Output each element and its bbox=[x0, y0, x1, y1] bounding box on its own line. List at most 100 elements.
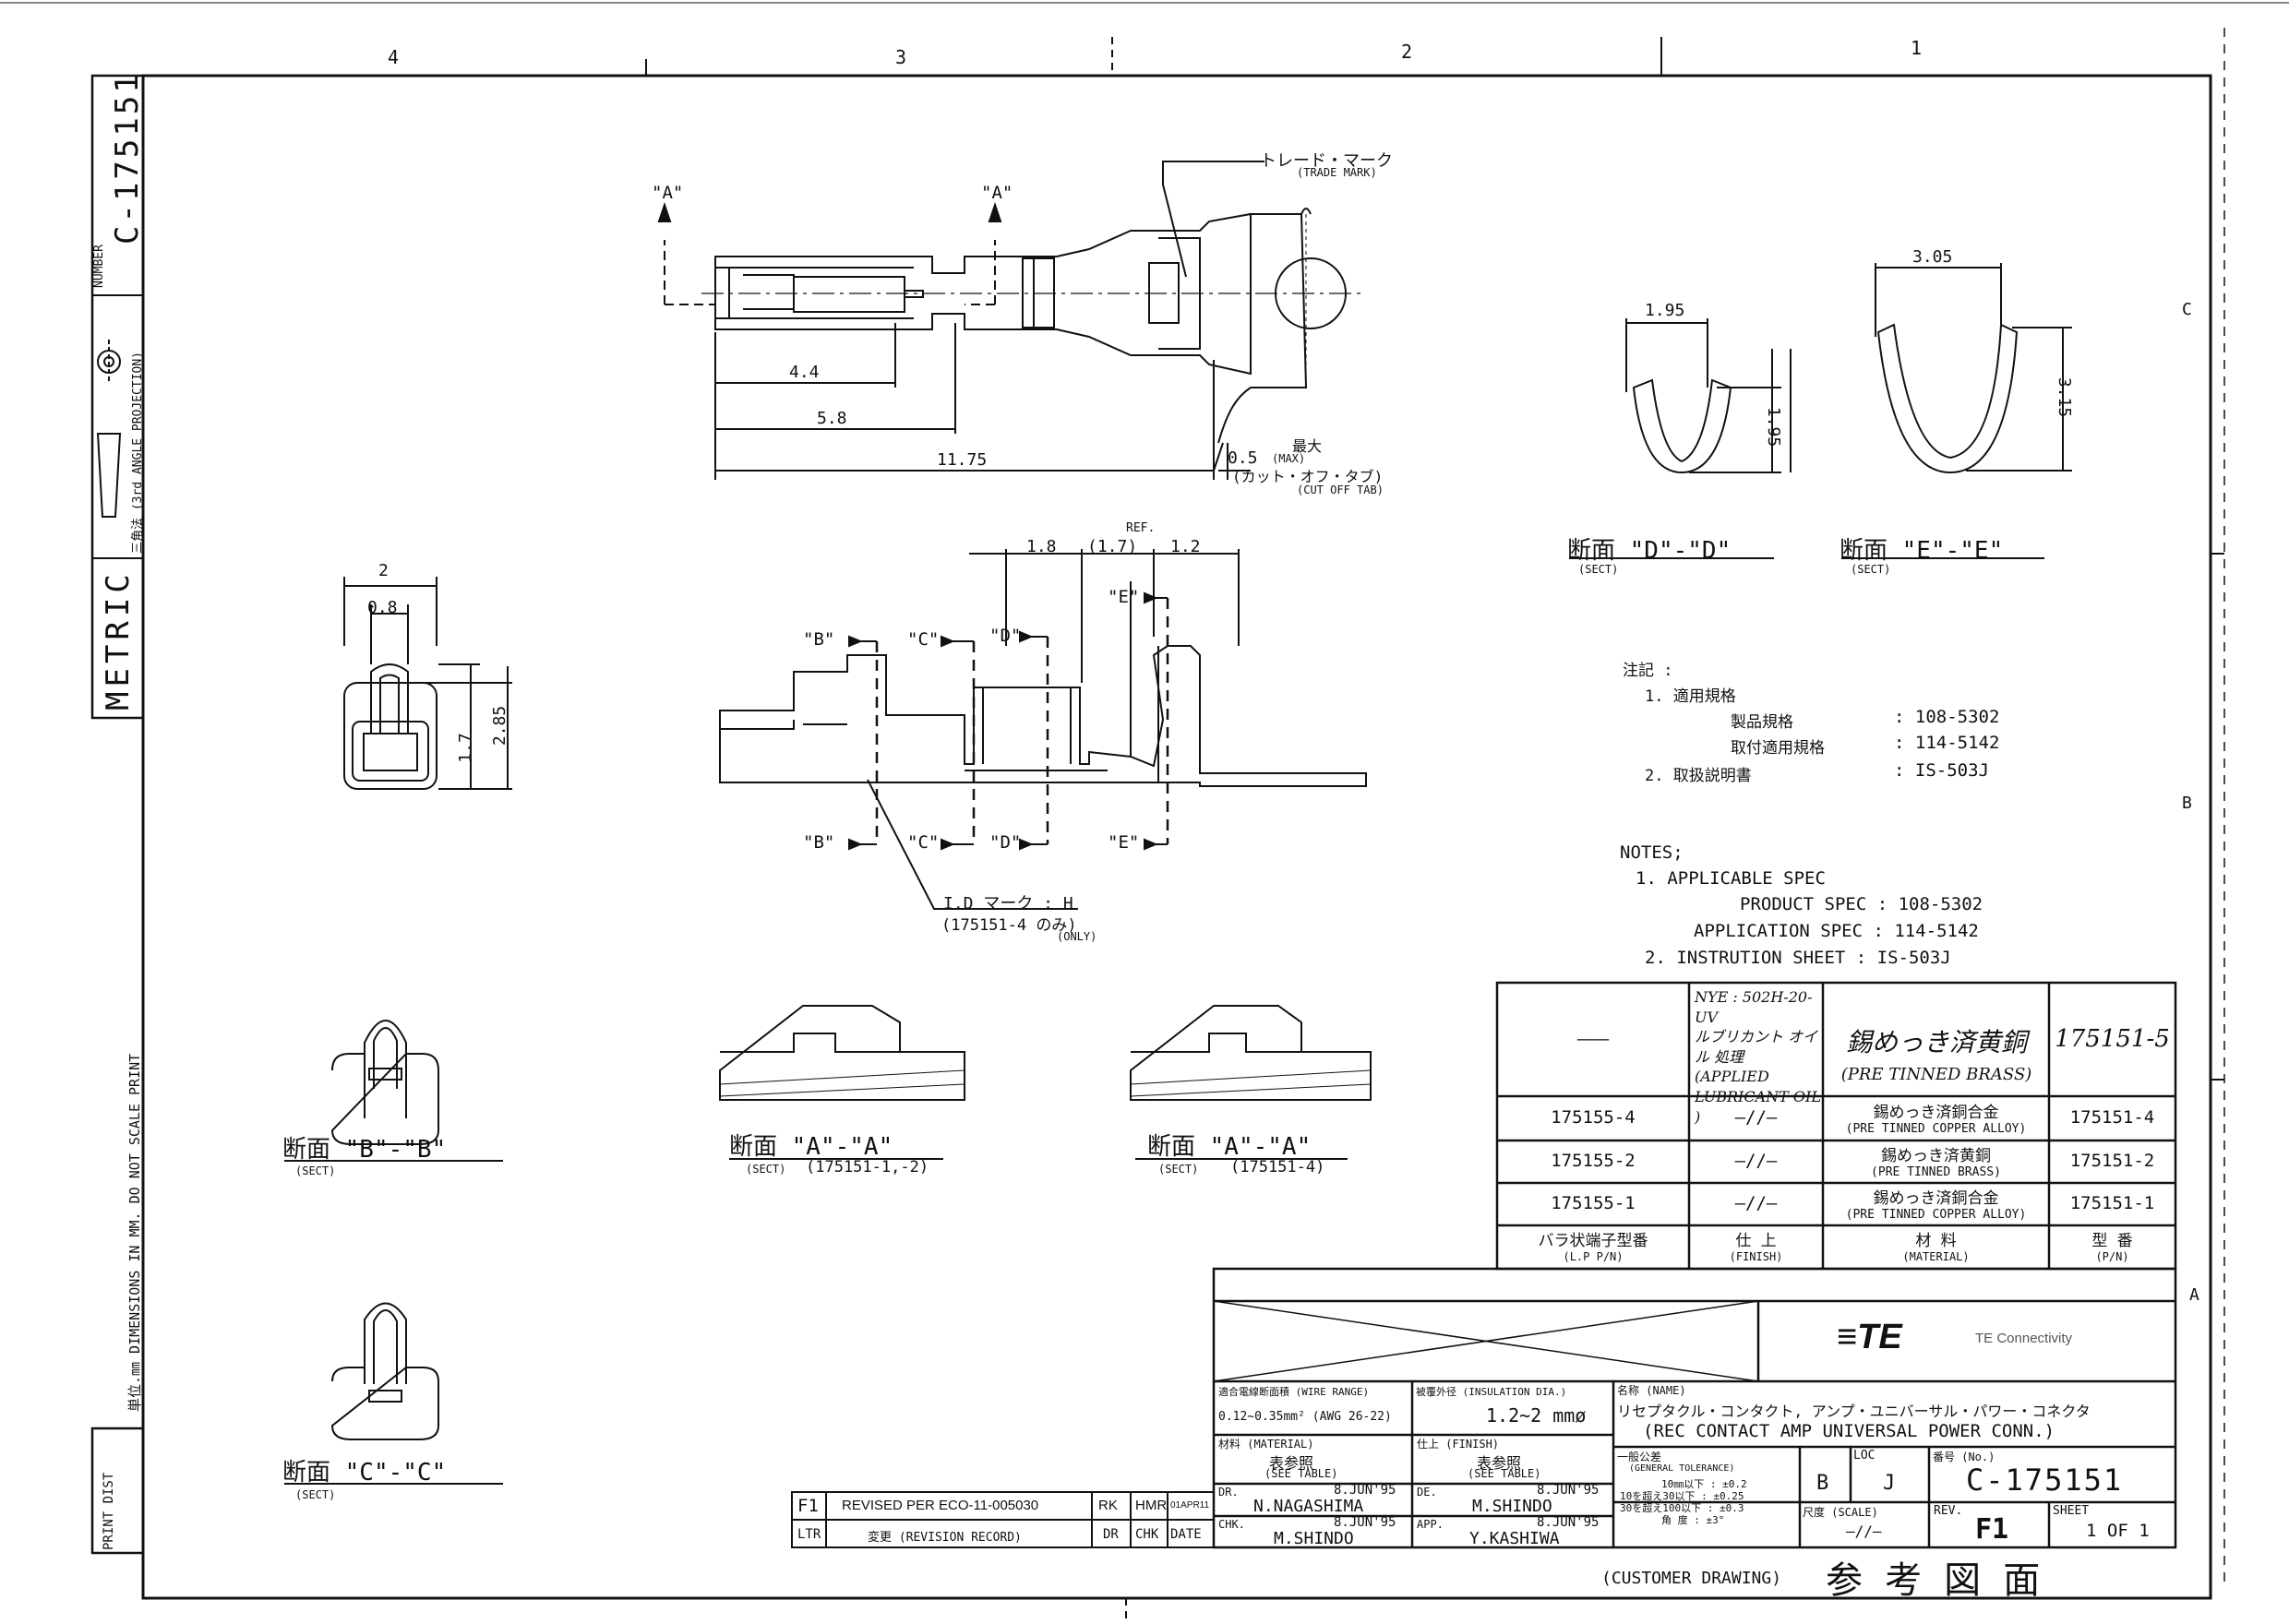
material-label: 材料 (MATERIAL) bbox=[1218, 1438, 1314, 1451]
projection-text: 三角法 (3rd ANGLE PROJECTION) bbox=[131, 351, 145, 554]
zone-top-3: 3 bbox=[895, 46, 907, 68]
name-label: 名称 (NAME) bbox=[1617, 1384, 1686, 1397]
app-name: Y.KASHIWA bbox=[1469, 1529, 1560, 1548]
wire-range-label: 適合電線断面積 (WIRE RANGE) bbox=[1218, 1386, 1370, 1398]
section-a-left-label: "A" bbox=[652, 183, 684, 203]
table-header-finish-jp: 仕 上 bbox=[1735, 1232, 1777, 1250]
rev-date: 01APR11 bbox=[1170, 1500, 1210, 1511]
section-aa2-sect: (SECT) bbox=[1158, 1163, 1199, 1176]
section-aa2-sub: (175151-4) bbox=[1230, 1158, 1325, 1176]
rev-h-chk: CHK bbox=[1135, 1527, 1159, 1542]
drawing-number: C-175151 bbox=[1966, 1463, 2124, 1498]
finish-value: 表参照 bbox=[1477, 1454, 1522, 1472]
metric-label: METRIC bbox=[100, 569, 137, 710]
zone-top-4: 4 bbox=[388, 46, 400, 68]
loc-b: B bbox=[1816, 1472, 1829, 1495]
notes-jp-l2: 製品規格 bbox=[1731, 713, 1793, 732]
sec-e-bottom: "E" bbox=[1108, 832, 1140, 853]
table-row2-pn: 175151-2 bbox=[2069, 1151, 2155, 1172]
section-aa1-label: 断面 "A"-"A" bbox=[729, 1133, 893, 1161]
end-dim-0-8: 0.8 bbox=[367, 598, 398, 617]
table-row0-material: 錫めっき済黄銅 (PRE TINNED BRASS) bbox=[1826, 1022, 2047, 1084]
insulation-value: 1.2~2 mmø bbox=[1486, 1404, 1587, 1427]
table-header-pn: 型 番 (P/N) bbox=[2049, 1227, 2175, 1263]
print-dist-label: PRINT DIST bbox=[102, 1472, 116, 1550]
notes-en-l4: 2. INSTRUTION SHEET : IS-503J bbox=[1645, 948, 1951, 968]
loc-j: J bbox=[1883, 1472, 1896, 1495]
dd-width-dim: 1.95 bbox=[1645, 301, 1685, 320]
section-dd-sect: (SECT) bbox=[1578, 563, 1619, 576]
section-ee-label: 断面 "E"-"E" bbox=[1840, 537, 2004, 565]
table-header-lp-en: (L.P P/N) bbox=[1563, 1250, 1624, 1263]
end-dim-1-7: 1.7 bbox=[455, 733, 475, 763]
title-block-lines bbox=[1212, 1267, 2177, 1549]
tolerance-2: 10を超え30以下 : ±0.25 bbox=[1620, 1490, 1744, 1502]
notes-jp-l3: 取付適用規格 bbox=[1731, 739, 1825, 758]
dim-5-8: 5.8 bbox=[817, 409, 847, 428]
rev-ltr: F1 bbox=[797, 1496, 819, 1516]
notes-en-l3: APPLICATION SPEC : 114-5142 bbox=[1694, 921, 1979, 941]
notes-jp-l3v: : 114-5142 bbox=[1894, 733, 2000, 753]
notes-jp-l2v: : 108-5302 bbox=[1894, 707, 2000, 727]
zone-right-c: C bbox=[2182, 300, 2192, 319]
section-aa1-sub: (175151-1,-2) bbox=[806, 1158, 929, 1176]
chk-label: CHK. bbox=[1218, 1518, 1245, 1531]
table-row0-material-en: (PRE TINNED BRASS) bbox=[1840, 1065, 2032, 1084]
finish-label: 仕上 (FINISH) bbox=[1417, 1438, 1500, 1451]
reference-drawing-jp: 参 考 図 面 bbox=[1826, 1559, 2041, 1602]
table-row0-finish-2: ルブリカント オイル 処理 bbox=[1695, 1028, 1818, 1066]
rev-desc: REVISED PER ECO-11-005030 bbox=[842, 1498, 1039, 1513]
chk-date: 8.JUN'95 bbox=[1334, 1515, 1396, 1530]
table-row2-finish: —//— bbox=[1734, 1151, 1778, 1172]
table-row0-finish-4: LUBRICANT OIL ) bbox=[1695, 1087, 1821, 1126]
zone-top-2: 2 bbox=[1401, 41, 1413, 63]
name-jp: リセプタクル・コンタクト, アンプ・ユニバーサル・パワー・コネクタ bbox=[1617, 1403, 2091, 1420]
table-row3-finish: —//— bbox=[1734, 1193, 1778, 1214]
cut-off-tab-en: (CUT OFF TAB) bbox=[1297, 484, 1384, 496]
table-row0-material-jp: 錫めっき済黄銅 bbox=[1845, 1027, 2027, 1057]
sec-d-bottom: "D" bbox=[989, 832, 1022, 853]
trade-mark-en: (TRADE MARK) bbox=[1297, 166, 1377, 179]
te-company-name: TE Connectivity bbox=[1975, 1331, 2073, 1346]
table-header-material-jp: 材 料 bbox=[1915, 1232, 1957, 1250]
table-header-pn-jp: 型 番 bbox=[2091, 1232, 2133, 1250]
table-row3-material-en: (PRE TINNED COPPER ALLOY) bbox=[1845, 1208, 2027, 1222]
rev-h-ltr: LTR bbox=[797, 1527, 821, 1542]
ref-label: REF. bbox=[1126, 521, 1156, 535]
scale-note: 単位.㎜ DIMENSIONS IN MM. DO NOT SCALE PRIN… bbox=[126, 1053, 143, 1412]
table-row3-material-jp: 錫めっき済銅合金 bbox=[1873, 1189, 1999, 1208]
rev-value: F1 bbox=[1975, 1513, 2009, 1546]
dim-11-75: 11.75 bbox=[937, 450, 988, 470]
ee-width-dim: 3.05 bbox=[1912, 247, 1953, 267]
tolerance-en: (GENERAL TOLERANCE) bbox=[1629, 1463, 1735, 1474]
table-header-lp: バラ状端子型番 (L.P P/N) bbox=[1497, 1227, 1689, 1263]
rev-chk: HMR bbox=[1135, 1498, 1168, 1513]
drawing-border bbox=[141, 74, 2212, 1600]
customer-drawing: (CUSTOMER DRAWING) bbox=[1601, 1569, 1782, 1588]
table-row1-lp: 175155-4 bbox=[1551, 1107, 1636, 1128]
sec-c-bottom: "C" bbox=[907, 832, 940, 853]
scale-label: 尺度 (SCALE) bbox=[1803, 1506, 1878, 1519]
chk-name: M.SHINDO bbox=[1274, 1529, 1354, 1548]
dim-0-5: 0.5 bbox=[1228, 448, 1258, 468]
rev-h-desc: 変更 (REVISION RECORD) bbox=[868, 1531, 1022, 1545]
notes-en-l2: PRODUCT SPEC : 108-5302 bbox=[1740, 894, 1983, 914]
notes-jp-l4: 2. 取扱説明書 bbox=[1645, 767, 1752, 785]
section-de-geometry bbox=[1625, 263, 2072, 474]
dim-4-4: 4.4 bbox=[789, 363, 820, 382]
loc-label: LOC bbox=[1853, 1449, 1876, 1463]
sec-b-bottom: "B" bbox=[803, 832, 835, 853]
section-a-right-label: "A" bbox=[981, 183, 1013, 203]
revision-block-lines bbox=[791, 1491, 1215, 1548]
table-row2-material-en: (PRE TINNED BRASS) bbox=[1871, 1165, 2001, 1179]
parts-table-lines bbox=[1495, 981, 2177, 1271]
table-row0-pn: 175151-5 bbox=[2055, 1025, 2170, 1054]
sec-e-top: "E" bbox=[1108, 587, 1140, 607]
table-header-finish: 仕 上 (FINISH) bbox=[1689, 1227, 1823, 1263]
tolerance-3: 30を超え100以下 : ±0.3 bbox=[1620, 1502, 1744, 1514]
de-date: 8.JUN'95 bbox=[1537, 1483, 1600, 1498]
tolerance-label: 一般公差 bbox=[1617, 1451, 1662, 1463]
max-jp: 最大 bbox=[1292, 437, 1323, 455]
notes-jp-l1: 1. 適用規格 bbox=[1645, 687, 1736, 706]
